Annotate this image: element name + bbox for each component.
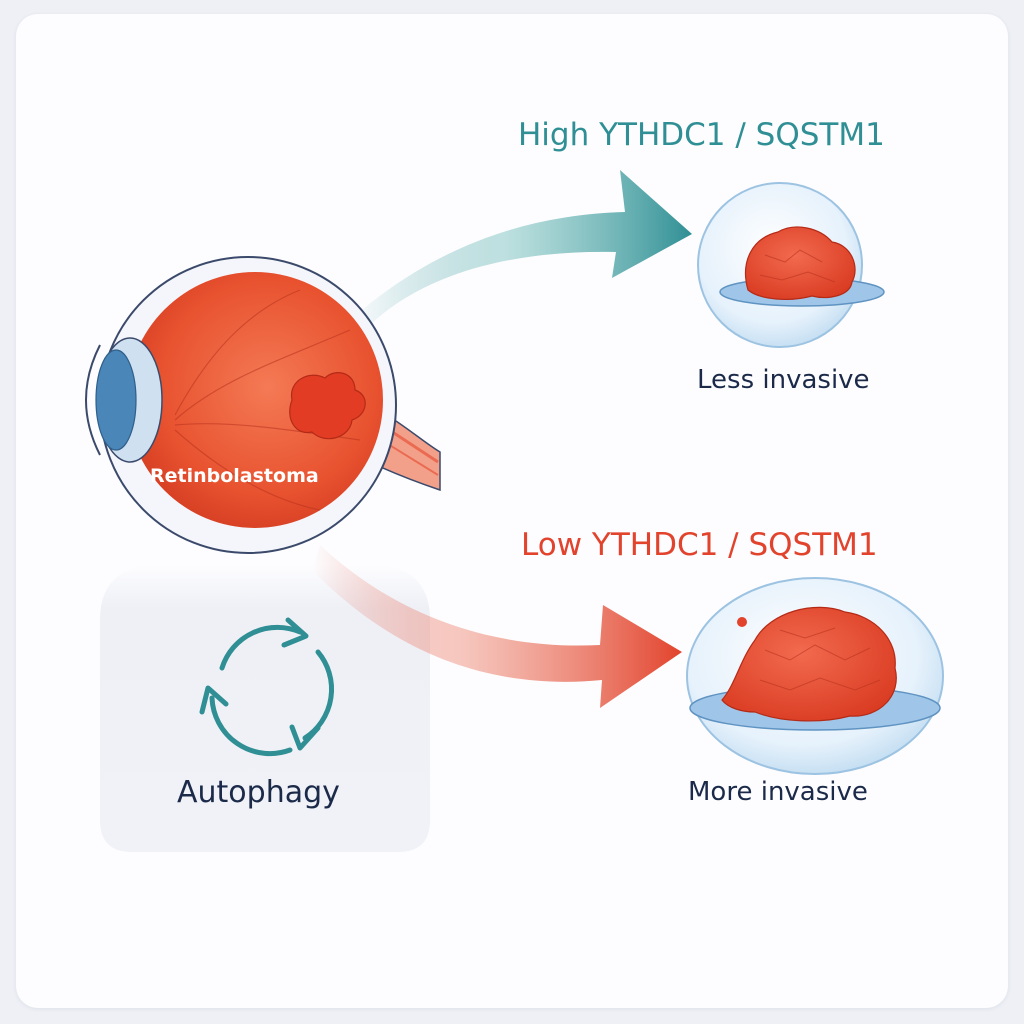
- retinoblastoma-label: Retinbolastoma: [150, 465, 319, 487]
- arrow-low: [312, 545, 682, 708]
- tumor-less-invasive: [697, 182, 885, 348]
- more-invasive-label: More invasive: [688, 777, 868, 807]
- autophagy-panel: [100, 565, 430, 852]
- high-expression-label: High YTHDC1 / SQSTM1: [518, 117, 885, 153]
- less-invasive-label: Less invasive: [697, 365, 870, 395]
- low-expression-label: Low YTHDC1 / SQSTM1: [521, 527, 878, 563]
- eyeball-illustration: [85, 256, 441, 554]
- recycle-arrows-icon: [199, 617, 334, 757]
- autophagy-label: Autophagy: [177, 775, 340, 810]
- arrow-high: [350, 170, 692, 335]
- tumor-more-invasive: [686, 577, 944, 775]
